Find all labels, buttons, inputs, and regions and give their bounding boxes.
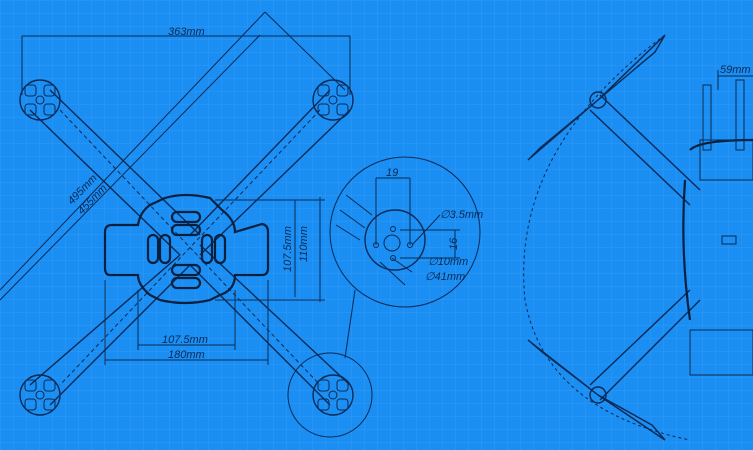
dim-16: 16 (448, 237, 460, 250)
dim-107-5-vertical: 107.5mm (282, 226, 294, 272)
motor-mount-detail (287, 156, 481, 438)
side-view-frame (523, 34, 753, 441)
dim-hole-3-5: ∅3.5mm (440, 209, 483, 221)
dim-363: 363mm (168, 26, 205, 38)
dimension-lines (0, 11, 351, 365)
dim-41: ∅41mm (425, 271, 465, 283)
center-plate (103, 193, 270, 305)
dim-107-5-horizontal: 107.5mm (162, 334, 208, 346)
dim-180: 180mm (168, 349, 205, 361)
dim-19: 19 (386, 167, 398, 179)
dim-59: 59mm (720, 64, 751, 76)
dim-center-10: ∅10mm (428, 256, 468, 268)
dim-110: 110mm (298, 226, 310, 262)
